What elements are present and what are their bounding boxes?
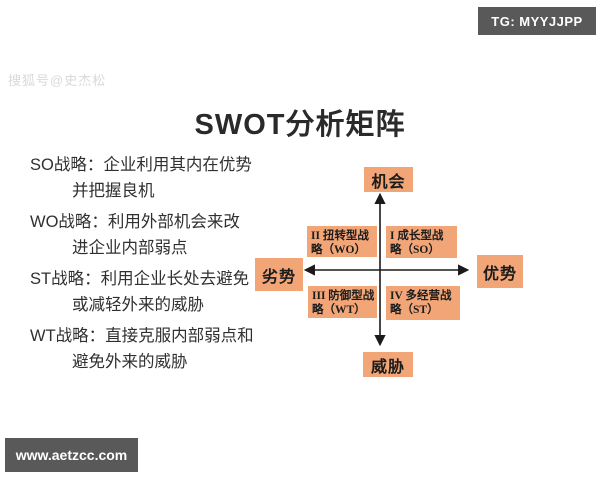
quadrant-ii-box: II 扭转型战 略（WO） bbox=[307, 226, 377, 257]
strategy-so-line1: SO战略：企业利用其内在优势 bbox=[30, 156, 252, 174]
quadrant-iv-line2: 略（ST） bbox=[390, 304, 439, 316]
axis-label-opportunity: 机会 bbox=[364, 167, 413, 192]
quadrant-i-line2: 略（SO） bbox=[390, 244, 440, 256]
strategy-wt-line2: 避免外来的威胁 bbox=[72, 353, 188, 371]
strategy-st-line2: 或减轻外来的威胁 bbox=[72, 296, 204, 314]
quadrant-iii-line1: III 防御型战 bbox=[312, 290, 375, 302]
quadrant-iii-line2: 略（WT） bbox=[312, 304, 366, 316]
strategy-item-wt: WT战略：直接克服内部弱点和 避免外来的威胁 bbox=[30, 323, 275, 375]
quadrant-iii-box: III 防御型战 略（WT） bbox=[308, 286, 377, 318]
quadrant-iv-box: IV 多经营战 略（ST） bbox=[386, 286, 460, 320]
strategy-wo-line1: WO战略：利用外部机会来改 bbox=[30, 213, 240, 231]
strategy-item-wo: WO战略：利用外部机会来改 进企业内部弱点 bbox=[30, 209, 275, 261]
tg-badge: TG: MYYJJPP bbox=[478, 7, 596, 35]
matrix-axes-icon bbox=[303, 192, 470, 347]
strategy-st-line1: ST战略：利用企业长处去避免 bbox=[30, 270, 250, 288]
sohu-watermark: 搜狐号@史杰松 bbox=[8, 73, 107, 88]
strategy-item-so: SO战略：企业利用其内在优势 并把握良机 bbox=[30, 152, 275, 204]
strategy-so-line2: 并把握良机 bbox=[72, 182, 155, 200]
quadrant-i-line1: I 成长型战 bbox=[390, 230, 444, 242]
axis-label-weakness: 劣势 bbox=[255, 258, 303, 291]
quadrant-iv-line1: IV 多经营战 bbox=[390, 290, 452, 302]
quadrant-ii-line1: II 扭转型战 bbox=[311, 230, 369, 242]
strategy-item-st: ST战略：利用企业长处去避免 或减轻外来的威胁 bbox=[30, 266, 275, 318]
strategy-wo-line2: 进企业内部弱点 bbox=[72, 239, 188, 257]
strategy-list: SO战略：企业利用其内在优势 并把握良机 WO战略：利用外部机会来改 进企业内部… bbox=[30, 152, 275, 380]
page-title: SWOT分析矩阵 bbox=[194, 109, 406, 141]
url-badge: www.aetzcc.com bbox=[5, 438, 138, 472]
quadrant-ii-line2: 略（WO） bbox=[311, 244, 366, 256]
strategy-wt-line1: WT战略：直接克服内部弱点和 bbox=[30, 327, 254, 345]
axis-label-strength: 优势 bbox=[477, 255, 523, 288]
axis-label-threat: 威胁 bbox=[363, 352, 413, 377]
quadrant-i-box: I 成长型战 略（SO） bbox=[386, 226, 457, 258]
